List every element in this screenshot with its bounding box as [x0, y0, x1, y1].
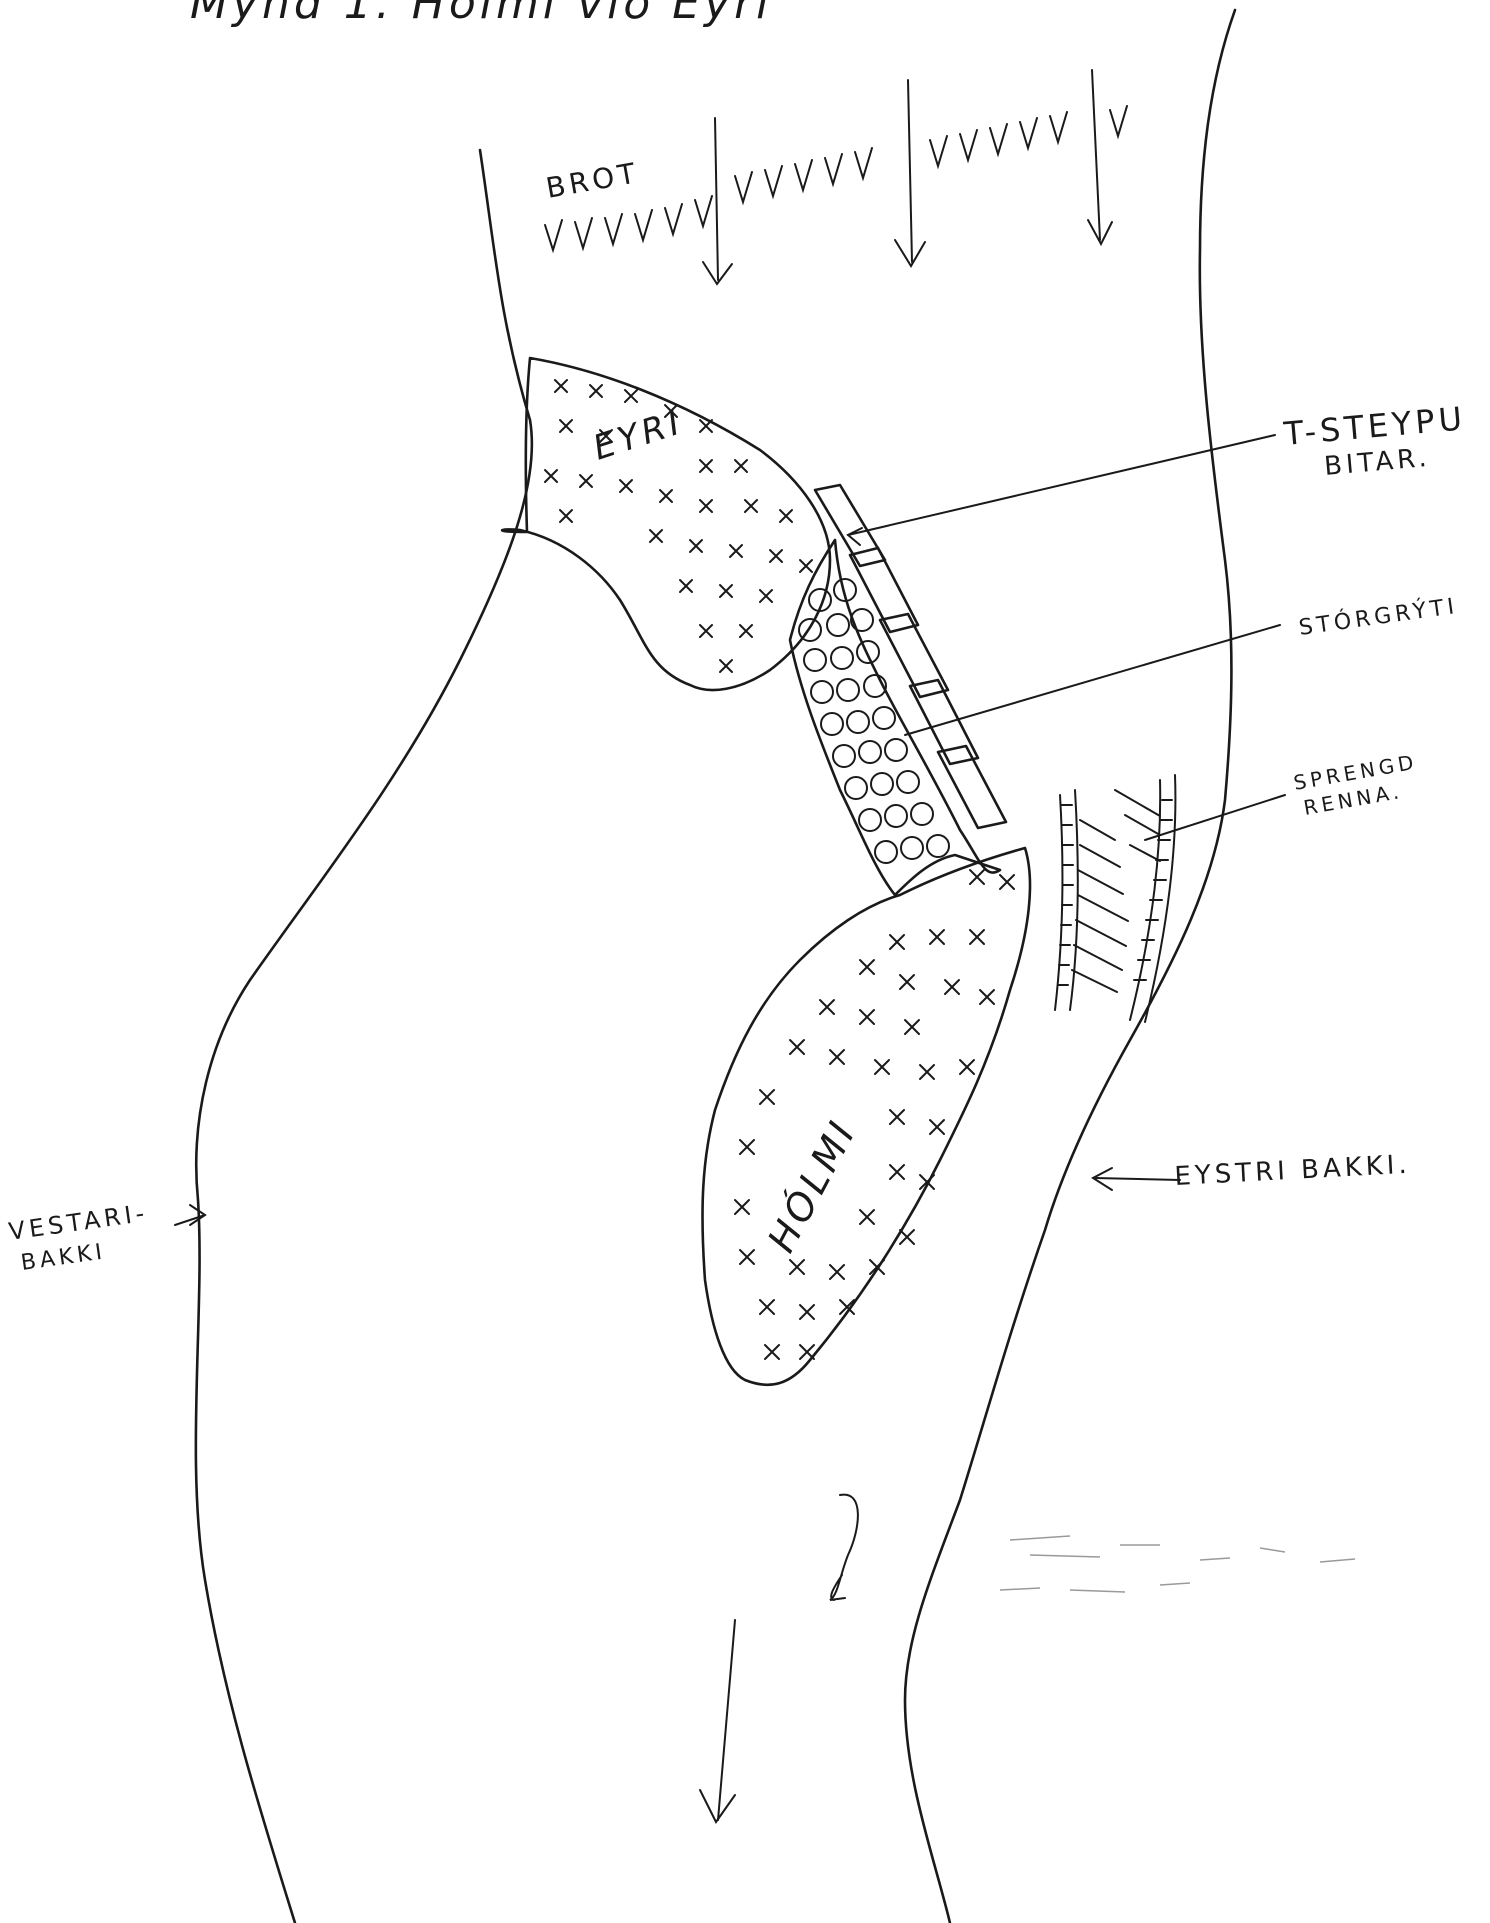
east-bank [905, 10, 1235, 1923]
brot-label: BROT [543, 156, 641, 205]
holmi-island [702, 848, 1030, 1385]
eystri-arrow [1095, 1178, 1180, 1180]
paper-smudges [1000, 1536, 1355, 1592]
west-bank [196, 150, 532, 1923]
storgryti-leader [905, 625, 1280, 735]
t-steypu-label-line2: BITAR. [1323, 443, 1432, 482]
t-steypu-leader-arrow [848, 528, 862, 545]
downstream-flow-arrow [718, 1620, 735, 1820]
storgryti-label: STÓRGRÝTI [1297, 593, 1459, 641]
eystri-bakki-label: EYSTRI BAKKI. [1174, 1150, 1412, 1192]
t-steypu-leader [848, 435, 1275, 535]
figure-header: Mynd 1. Hólmi við Eyri [190, 0, 772, 29]
vestari-label-line2: BAKKI [19, 1239, 107, 1276]
vestari-label-line1: VESTARI- [7, 1199, 150, 1246]
holmi-label: HÓLMI [759, 1112, 865, 1259]
holmi-cross-hatching [735, 870, 1014, 1359]
eyri-label: EYRI [588, 402, 688, 468]
downstream-marker [830, 1495, 858, 1600]
t-steypu-label-line1: T-STEYPU [1281, 399, 1467, 453]
sprengd-leader [1145, 795, 1285, 840]
t-steypu-beams [815, 485, 1006, 828]
sprengd-renna-channel [1055, 775, 1175, 1022]
vestari-arrow [175, 1215, 205, 1225]
